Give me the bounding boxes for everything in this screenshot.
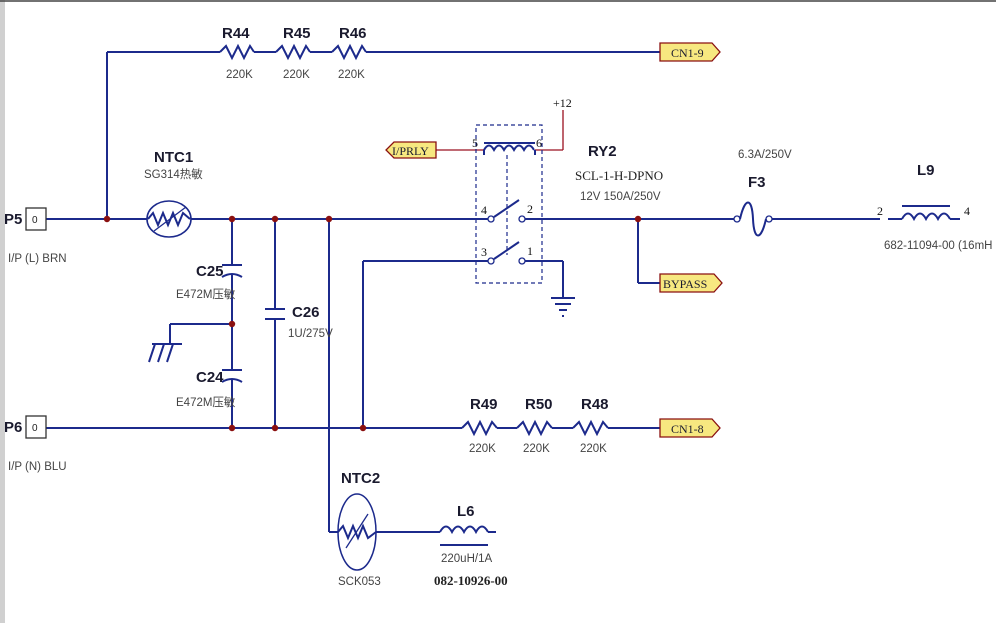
net-flag-cn1-8: CN1-8 <box>659 418 721 438</box>
r49-value: 220K <box>469 443 496 455</box>
resistor-r48: R48 220K <box>572 396 609 455</box>
r44-ref: R44 <box>222 25 250 42</box>
ntc2-ref: NTC2 <box>341 470 380 487</box>
relay-pin5: 5 <box>472 136 478 150</box>
r49-ref: R49 <box>470 396 498 413</box>
c26-ref: C26 <box>292 304 320 321</box>
p5-pin: 0 <box>32 215 38 226</box>
resistor-r46: R46 220K <box>331 25 367 81</box>
c25-ref: C25 <box>196 263 224 280</box>
resistor-r44: R44 220K <box>219 25 276 81</box>
p5-ref: P5 <box>4 211 22 228</box>
relay-ry2: 5 6 4 2 3 1 RY2 SCL-1-H-DPNO 12V 150A/25… <box>472 96 663 284</box>
resistor-r45: R45 220K <box>275 25 332 81</box>
p5-desc: I/P (L) BRN <box>8 253 67 265</box>
connector-p5: P5 0 I/P (L) BRN <box>4 207 67 265</box>
p6-pin: 0 <box>32 423 38 434</box>
f3-ref: F3 <box>748 174 766 191</box>
c24-value: E472M压敏 <box>176 395 236 409</box>
thermistor-ntc1: NTC1 SG314热敏 <box>144 149 203 238</box>
r50-value: 220K <box>523 443 550 455</box>
net-flag-iprly: I/PRLY <box>385 141 437 159</box>
cn1-9-label: CN1-9 <box>671 46 704 60</box>
net-flag-cn1-9: CN1-9 <box>659 42 721 62</box>
r48-ref: R48 <box>581 396 609 413</box>
wires <box>46 51 902 533</box>
ntc2-value: SCK053 <box>338 576 381 588</box>
fuse-f3: F3 6.3A/250V <box>733 149 792 237</box>
capacitor-c25: C25 E472M压敏 <box>176 263 243 301</box>
resistor-r49: R49 220K <box>461 396 517 455</box>
l9-part: 682-11094-00 (16mH <box>884 240 992 252</box>
relay-pin4: 4 <box>481 203 487 217</box>
inductor-l9: L9 2 4 682-11094-00 (16mH <box>877 162 992 252</box>
resistor-r50: R50 220K <box>516 396 573 455</box>
ntc1-ref: NTC1 <box>154 149 193 166</box>
relay-pin2: 2 <box>527 202 533 216</box>
r48-value: 220K <box>580 443 607 455</box>
l6-part: 082-10926-00 <box>434 573 508 588</box>
relay-pin6: 6 <box>536 136 542 150</box>
ground-icon <box>551 297 575 317</box>
inductor-l6: L6 220uH/1A 082-10926-00 <box>434 503 508 588</box>
thermistor-ntc2: NTC2 SCK053 <box>337 470 381 588</box>
l6-ref: L6 <box>457 503 475 520</box>
left-frame-bar <box>0 0 5 623</box>
r45-value: 220K <box>283 69 310 81</box>
iprly-label: I/PRLY <box>392 144 429 158</box>
l9-ref: L9 <box>917 162 935 179</box>
ntc1-value: SG314热敏 <box>144 167 203 181</box>
r46-value: 220K <box>338 69 365 81</box>
bypass-label: BYPASS <box>663 277 707 291</box>
l9-pin-right: 4 <box>964 204 970 218</box>
c26-value: 1U/275V <box>288 328 333 340</box>
relay-rating: 12V 150A/250V <box>580 191 661 203</box>
relay-part: SCL-1-H-DPNO <box>575 168 663 183</box>
relay-pin1: 1 <box>527 244 533 258</box>
capacitor-c26: C26 1U/275V <box>265 304 333 340</box>
c25-value: E472M压敏 <box>176 287 236 301</box>
net-flag-bypass: BYPASS <box>659 273 723 293</box>
r44-value: 220K <box>226 69 253 81</box>
c24-ref: C24 <box>196 369 224 386</box>
cn1-8-label: CN1-8 <box>671 422 704 436</box>
p6-ref: P6 <box>4 419 22 436</box>
r46-ref: R46 <box>339 25 367 42</box>
chassis-ground-icon <box>148 343 182 363</box>
junctions <box>103 215 642 432</box>
relay-pin3: 3 <box>481 245 487 259</box>
l6-value: 220uH/1A <box>441 553 492 565</box>
l9-pin-left: 2 <box>877 204 883 218</box>
relay-ref: RY2 <box>588 143 617 160</box>
r45-ref: R45 <box>283 25 311 42</box>
p6-desc: I/P (N) BLU <box>8 461 67 473</box>
capacitor-c24: C24 E472M压敏 <box>176 369 243 409</box>
connector-p6: P6 0 I/P (N) BLU <box>4 415 67 473</box>
relay-supply: +12 <box>553 96 572 110</box>
f3-rating: 6.3A/250V <box>738 149 792 161</box>
r50-ref: R50 <box>525 396 553 413</box>
